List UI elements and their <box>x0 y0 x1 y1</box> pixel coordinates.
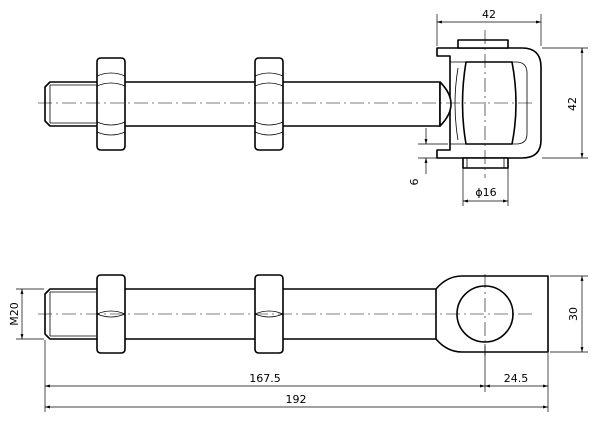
dimension-total-length: 192 <box>45 393 548 409</box>
dimension-height-42: 42 <box>542 47 588 159</box>
dim-text-width: 42 <box>482 8 496 21</box>
dimension-pin-diameter: ϕ16 <box>462 168 509 206</box>
dimension-collar-6: 6 <box>408 128 448 186</box>
dimension-eye-length: 24.5 <box>485 372 548 388</box>
dim-text-height: 42 <box>566 97 579 111</box>
hex-nut-left-top <box>96 57 126 151</box>
dim-text-eye-height: 30 <box>567 307 580 321</box>
dim-text-total-length: 192 <box>286 393 307 406</box>
dim-text-thread: M20 <box>8 302 21 326</box>
side-view: M20 30 167.5 24.5 192 <box>8 274 588 412</box>
hex-nut-right-side <box>254 274 284 354</box>
top-view: 42 42 6 ϕ16 <box>38 8 588 206</box>
dimension-eye-height-30: 30 <box>550 275 588 353</box>
dim-text-collar: 6 <box>408 179 421 186</box>
dimension-width-42: 42 <box>436 8 542 46</box>
dim-text-eye-length: 24.5 <box>504 372 529 385</box>
hex-nut-right-top <box>254 57 284 151</box>
dim-text-pin-diameter: ϕ16 <box>475 186 496 199</box>
dim-text-shank-length: 167.5 <box>249 372 281 385</box>
dimension-shank-length: 167.5 <box>45 372 485 388</box>
dimension-thread-m20: M20 <box>8 288 44 340</box>
